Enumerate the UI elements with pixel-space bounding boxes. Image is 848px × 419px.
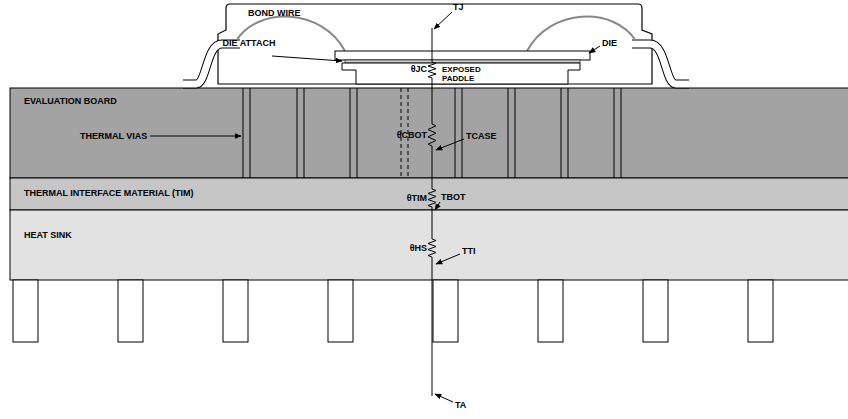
board-band	[10, 88, 848, 178]
layer-band: THERMAL INTERFACE MATERIAL (TIM)	[10, 178, 848, 210]
die-label: DIE	[602, 38, 617, 49]
case-temp: TCASE	[466, 131, 497, 142]
via-wall	[297, 88, 298, 178]
thermal-resistance: θJC	[411, 64, 427, 75]
fin	[13, 280, 38, 342]
lead	[183, 44, 240, 84]
fin	[118, 280, 143, 342]
lead	[183, 44, 240, 84]
layer-band: HEAT SINK	[10, 210, 848, 280]
leader-line	[150, 136, 241, 137]
fin	[223, 280, 248, 342]
thermal-resistance: θHS	[410, 243, 427, 254]
leader-line	[434, 12, 452, 29]
fin	[643, 280, 668, 342]
thermal-resistance-path	[428, 28, 436, 396]
heatsink-fins	[13, 280, 773, 342]
fin	[748, 280, 773, 342]
die	[335, 51, 590, 60]
fin	[538, 280, 563, 342]
via	[561, 88, 568, 178]
lead	[632, 44, 689, 84]
thermal-resistance: θTIM	[407, 193, 427, 204]
via-wall	[621, 88, 622, 178]
fin	[433, 280, 458, 342]
via	[455, 88, 462, 178]
bottom-temp: TBOT	[441, 192, 466, 203]
layer-name: EXPOSED PADDLE	[442, 65, 490, 83]
junction-temp: TJ	[453, 2, 464, 13]
exposed-paddle	[342, 63, 580, 84]
via-wall	[250, 88, 251, 178]
bond-wire	[527, 17, 636, 51]
heatsink-band	[10, 210, 848, 280]
leader-line	[272, 56, 342, 61]
via-wall	[455, 88, 456, 178]
via-wall	[462, 88, 463, 178]
paddle-region: EXPOSED PADDLE	[356, 63, 568, 84]
leader-line	[589, 46, 600, 53]
via-wall	[304, 88, 305, 178]
die-attach-label: DIE ATTACH	[222, 38, 276, 49]
via-wall	[515, 88, 516, 178]
thermal-resistance: θCBOT	[397, 130, 427, 141]
via	[243, 88, 250, 178]
leader-line	[435, 202, 440, 210]
via	[614, 88, 621, 178]
via	[508, 88, 515, 178]
via	[350, 88, 357, 178]
layer-name: HEAT SINK	[24, 230, 72, 241]
interface-temp: TTI	[462, 246, 476, 257]
via	[297, 88, 304, 178]
leader-line	[436, 139, 464, 150]
layer-name: THERMAL INTERFACE MATERIAL (TIM)	[24, 188, 194, 199]
leader-line	[435, 394, 453, 402]
fin	[328, 280, 353, 342]
via-wall	[508, 88, 509, 178]
via-wall	[561, 88, 562, 178]
lead	[632, 44, 689, 84]
ambient-temp: TA	[455, 400, 466, 411]
via-wall	[568, 88, 569, 178]
via-wall	[614, 88, 615, 178]
package-body	[218, 4, 652, 84]
via-wall	[243, 88, 244, 178]
via-wall	[357, 88, 358, 178]
layer-name: EVALUATION BOARD	[24, 96, 117, 107]
via-wall	[350, 88, 351, 178]
bond-wire-label: BOND WIRE	[248, 8, 301, 19]
via-label: THERMAL VIAS	[80, 131, 147, 142]
leader-line	[436, 254, 460, 264]
